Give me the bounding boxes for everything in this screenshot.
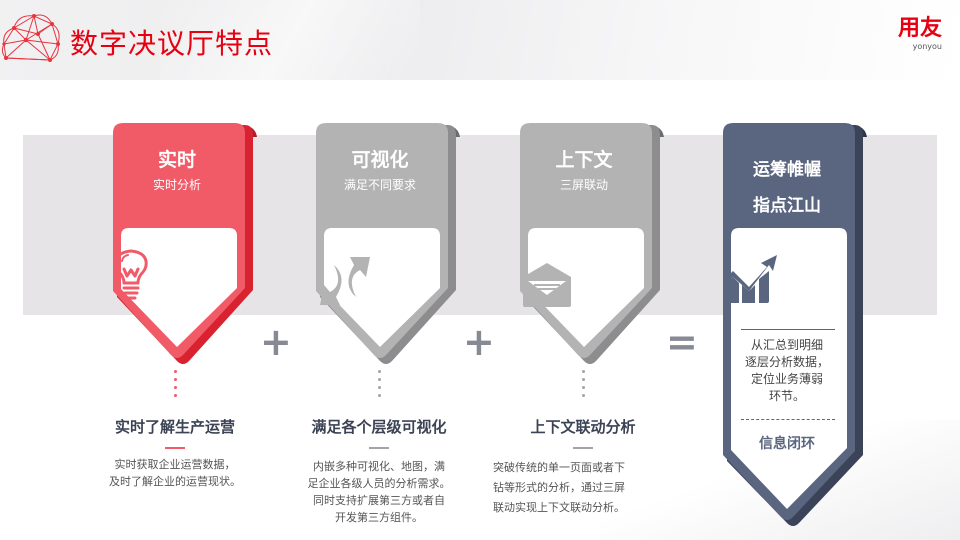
feature-underline xyxy=(369,447,389,449)
ribbon-subtitle: 满足不同要求 xyxy=(343,178,416,192)
network-cloud-icon xyxy=(1,14,60,62)
ribbon-subtitle: 三屏联动 xyxy=(559,178,608,192)
plus-operator: + xyxy=(260,320,292,364)
ribbon-title: 实时 xyxy=(157,149,196,171)
envelope-icon xyxy=(523,263,571,307)
result-separator xyxy=(741,329,835,330)
feature-title-realtime: 实时了解生产运营 xyxy=(114,418,235,436)
result-dashed-separator xyxy=(741,419,835,420)
result-description: 从汇总到明细 逐层分析数据， 定位业务薄弱 环节。 xyxy=(744,338,829,403)
feature-desc-context: 突破传统的单一页面或者下 钻等形式的分析，通过三屏 联动实现上下文联动分析。 xyxy=(493,461,625,514)
brand-name-cn: 用友 xyxy=(897,16,942,41)
lightbulb-icon xyxy=(114,249,148,300)
yonyou-logo: 用友 yonyou xyxy=(898,17,942,52)
feature-desc-realtime: 实时获取企业运营数据， 及时了解企业的运营现状。 xyxy=(109,458,241,488)
feature-title-context: 上下文联动分析 xyxy=(530,418,636,436)
refresh-arrows-icon xyxy=(320,257,370,305)
header-facet xyxy=(160,0,420,80)
ribbon-subtitle: 实时分析 xyxy=(152,178,201,192)
ribbon-result: 运筹帷幄 指点江山 从汇总到明细 逐层分析数据， 定位业务薄弱 环节。 信息闭环 xyxy=(723,123,867,533)
growth-chart-icon xyxy=(723,255,777,303)
ribbon-visualization: 可视化 满足不同要求 xyxy=(316,123,460,373)
page-title: 数字决议厅特点 xyxy=(70,27,274,60)
plus-operator: + xyxy=(463,320,495,364)
ribbon-context: 上下文 三屏联动 xyxy=(520,123,664,373)
feature-title-visualization: 满足各个层级可视化 xyxy=(311,418,447,436)
connector-dots xyxy=(174,370,178,402)
ribbon-title: 可视化 xyxy=(351,149,409,171)
brand-name-en: yonyou xyxy=(912,42,942,51)
feature-underline xyxy=(573,447,593,449)
ribbon-title: 上下文 xyxy=(555,149,613,171)
equals-operator: = xyxy=(666,320,698,364)
connector-dots xyxy=(582,370,586,402)
result-title-line1: 运筹帷幄 xyxy=(753,160,821,180)
ribbon-realtime: 实时 实时分析 xyxy=(113,123,257,373)
feature-desc-visualization: 内嵌多种可视化、地图，满 足企业各级人员的分析需求。 同时支持扩展第三方或者自 … xyxy=(307,460,451,524)
feature-underline xyxy=(165,447,185,449)
result-title-line2: 指点江山 xyxy=(753,196,821,216)
result-footer: 信息闭环 xyxy=(759,436,815,452)
connector-dots xyxy=(378,370,382,402)
